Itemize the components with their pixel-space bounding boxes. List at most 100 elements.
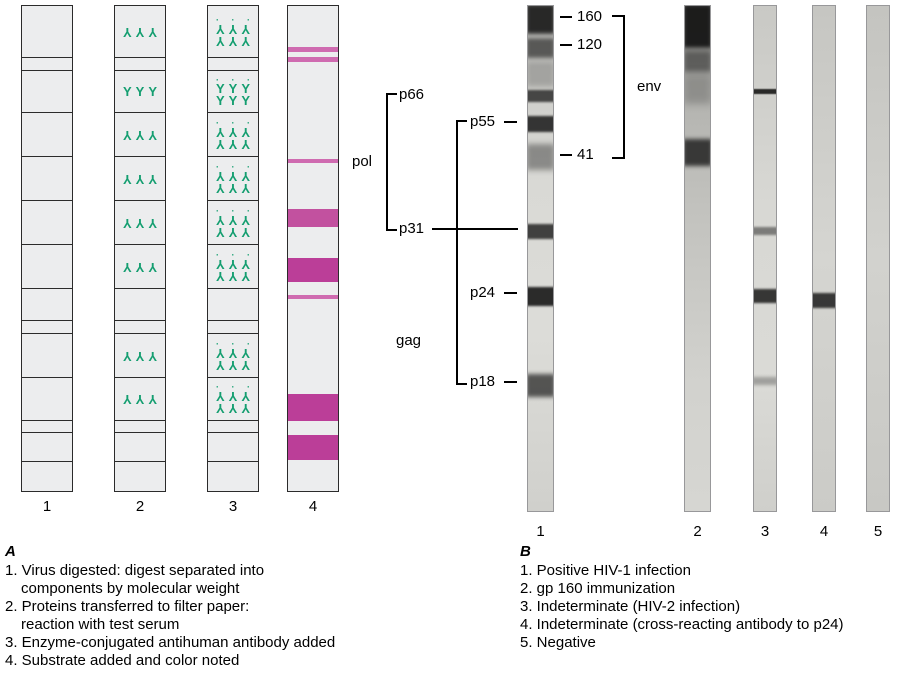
panel-a-label: A <box>5 543 16 560</box>
strip-segment <box>22 201 72 245</box>
antibody-inverted-y-icon: YYY <box>215 180 254 196</box>
blot-band <box>685 74 710 104</box>
legend-line: 2. gp 160 immunization <box>520 580 676 597</box>
panel-a-legend: A 1. Virus digested: digest separated in… <box>5 543 510 670</box>
enzyme-dots-icon: · · · <box>216 14 255 25</box>
strip-number: 4 <box>819 523 829 540</box>
legend-line: reaction with test serum <box>21 616 180 633</box>
strip-segment: YYY <box>115 6 165 58</box>
strip-number: 3 <box>760 523 770 540</box>
strip-segment: YYY <box>115 113 165 157</box>
color-band <box>288 435 338 460</box>
antibody-y-icon: YYY <box>215 80 254 96</box>
blot-band <box>528 144 553 170</box>
legend-line: 2. Proteins transferred to filter paper: <box>5 598 250 615</box>
panel-b-strip-1 <box>527 5 554 512</box>
strip-segment: YYY <box>115 378 165 421</box>
strip-segment <box>22 289 72 321</box>
blot-band <box>754 89 776 94</box>
pointer-line <box>504 381 517 383</box>
antibody-y-icon: YYY <box>122 83 161 99</box>
antibody-inverted-y-icon: YYY <box>215 168 254 184</box>
mw-tick <box>560 44 572 46</box>
strip-segment <box>115 462 165 491</box>
panel-a-strip-4 <box>287 5 339 492</box>
antibody-inverted-y-icon: YYY <box>122 24 161 40</box>
env-bracket <box>612 15 625 159</box>
color-band <box>288 258 338 282</box>
panel-b-strip-2 <box>684 5 711 512</box>
strip-segment: YYY <box>115 245 165 289</box>
protein-label-p31: p31 <box>399 220 425 237</box>
pointer-line <box>504 292 517 294</box>
strip-number: 5 <box>873 523 883 540</box>
strip-segment <box>208 421 258 433</box>
antibody-inverted-y-icon: YYY <box>122 392 161 407</box>
gag-bracket <box>456 120 467 385</box>
strip-number: 1 <box>42 498 52 515</box>
legend-line: 4. Indeterminate (cross-reacting antibod… <box>520 616 844 633</box>
antibody-inverted-y-icon: YYY <box>215 268 254 284</box>
blot-band <box>813 293 835 308</box>
blot-band <box>685 50 710 72</box>
strip-segment <box>22 321 72 334</box>
enzyme-dots-icon: · · · <box>216 161 255 172</box>
blot-band <box>528 90 553 102</box>
strip-segment <box>22 433 72 462</box>
legend-line: 3. Enzyme-conjugated antihuman antibody … <box>5 634 336 651</box>
strip-segment <box>115 58 165 71</box>
legend-line: components by molecular weight <box>21 580 240 597</box>
antibody-inverted-y-icon: YYY <box>122 127 161 143</box>
legend-line: 3. Indeterminate (HIV-2 infection) <box>520 598 741 615</box>
blot-band <box>528 6 553 34</box>
blot-band <box>528 116 553 132</box>
color-band <box>288 295 338 299</box>
enzyme-dots-icon: · · · <box>216 382 255 392</box>
mw-tick <box>560 16 572 18</box>
mw-label-120: 120 <box>577 36 603 53</box>
antibody-inverted-y-icon: YYY <box>215 21 254 37</box>
panel-b-strip-5 <box>866 5 890 512</box>
antibody-inverted-y-icon: YYY <box>122 171 161 187</box>
protein-label-p24: p24 <box>470 284 496 301</box>
blot-band <box>528 61 553 87</box>
enzyme-dots-icon: · · · <box>216 74 255 85</box>
panel-b-label: B <box>520 543 531 560</box>
blot-band <box>754 377 776 385</box>
enzyme-dots-icon: · · · <box>216 249 255 260</box>
strip-number: 2 <box>693 523 702 540</box>
pol-bracket <box>386 93 397 231</box>
color-band <box>288 47 338 52</box>
strip-segment <box>208 433 258 462</box>
legend-line: 4. Substrate added and color noted <box>5 652 240 669</box>
color-band <box>288 209 338 227</box>
panel-a-strip-1 <box>21 5 73 492</box>
panel-b-strip-3 <box>753 5 777 512</box>
color-band <box>288 394 338 421</box>
strip-segment: YYY <box>115 201 165 245</box>
strip-segment <box>115 433 165 462</box>
protein-label-p18: p18 <box>470 373 496 390</box>
blot-band <box>528 224 553 239</box>
enzyme-dots-icon: · · · <box>216 205 255 216</box>
antibody-inverted-y-icon: YYY <box>215 33 254 49</box>
blot-band <box>754 227 776 235</box>
mw-label-160: 160 <box>577 8 603 25</box>
strip-segment <box>22 334 72 378</box>
strip-number: 2 <box>135 498 145 515</box>
strip-segment <box>22 245 72 289</box>
antibody-y-icon: YYY <box>215 92 254 108</box>
pointer-line <box>432 228 518 230</box>
strip-segment <box>22 421 72 433</box>
strip-segment <box>22 6 72 58</box>
